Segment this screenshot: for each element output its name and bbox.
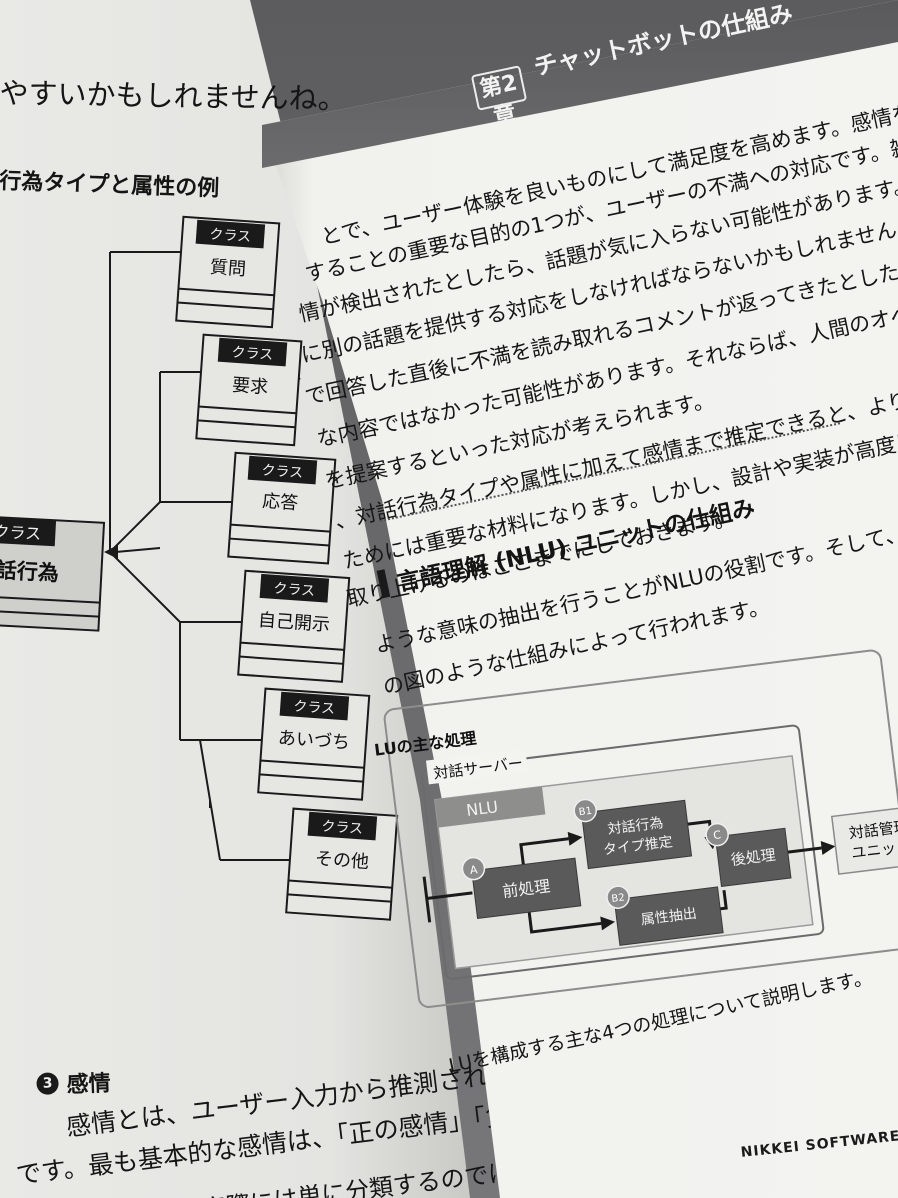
left-intro-text: やすいかもしれませんね。: [0, 75, 347, 117]
section-title: 感情: [66, 1071, 112, 1098]
section-number-badge: 3: [36, 1072, 59, 1095]
section-3-heading: 3 感情: [36, 1065, 111, 1100]
